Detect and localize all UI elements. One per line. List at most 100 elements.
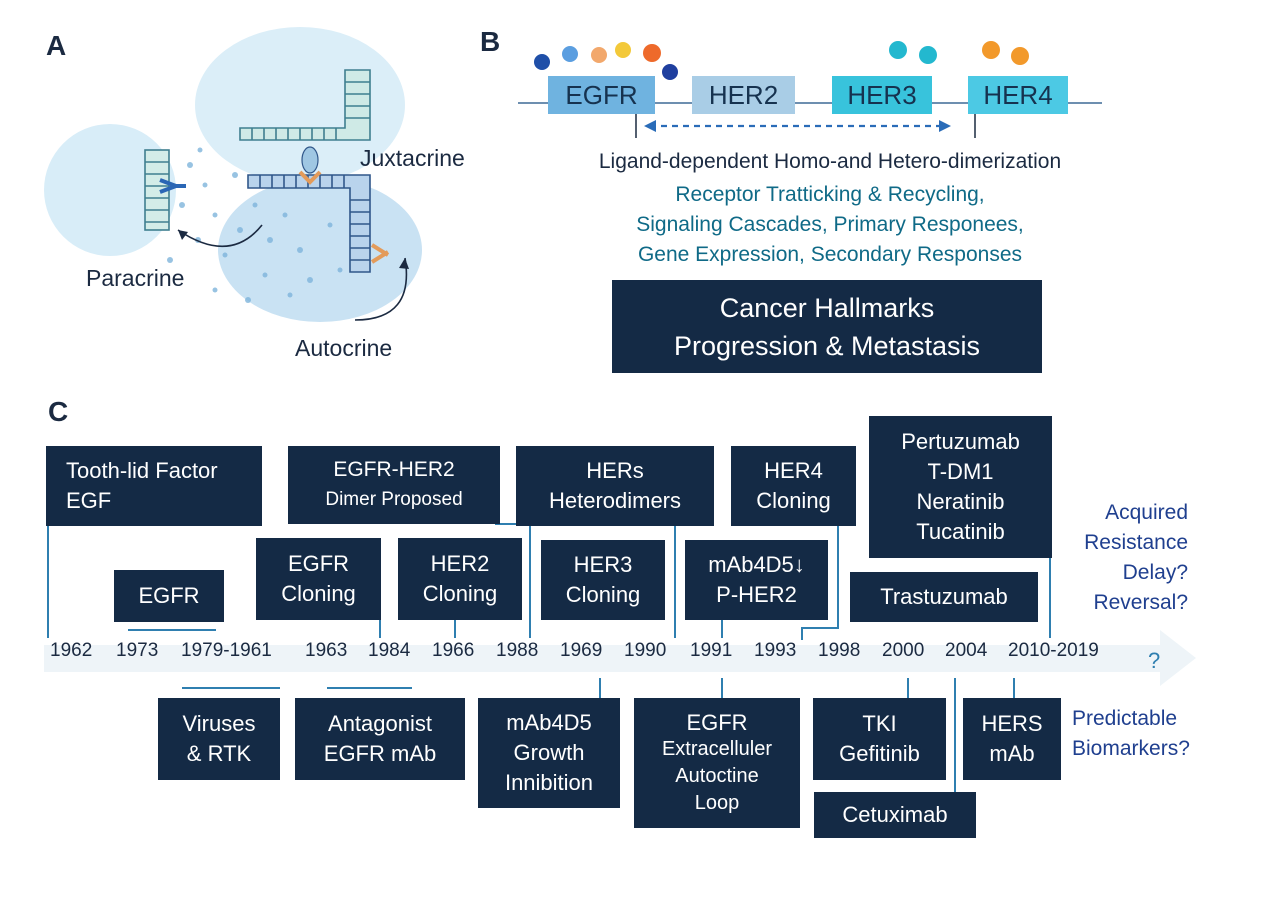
axis-question-mark: ? <box>1148 648 1161 673</box>
event-cetuximab: Cetuximab <box>814 792 976 838</box>
cancer-hallmarks-box: Cancer Hallmarks Progression & Metastasi… <box>612 280 1042 373</box>
year-1969: 1969 <box>560 640 603 661</box>
event-pertuzumab: Pertuzumab <box>901 429 1020 454</box>
event-hers-heterodimers-line-2: Heterodimers <box>548 488 682 513</box>
process-line-2: Signaling Cascades, Primary Responees, <box>636 213 1024 236</box>
question-resistance-line-1: Acquired <box>1105 501 1188 524</box>
upper-cell <box>195 27 405 183</box>
event-tooth-lid-line-2: EGF <box>66 488 112 513</box>
panel-a-letter: A <box>46 30 67 61</box>
year-2000: 2000 <box>882 640 925 661</box>
left-membrane <box>144 149 170 231</box>
outcome-line-1: Cancer Hallmarks <box>719 292 935 323</box>
year-2004: 2004 <box>945 640 988 661</box>
event-her4-cloning-line-1: HER4 <box>764 458 823 483</box>
event-loop-line-2: Extracelluler <box>661 738 773 760</box>
event-mab-growth-line-2: Growth <box>513 740 585 765</box>
event-her3-cloning: HER3 Cloning <box>541 540 665 620</box>
event-loop-line-4: Loop <box>694 792 740 814</box>
question-biomarkers-line-1: Predictable <box>1072 707 1178 730</box>
juxtacrine-ligand-receptor <box>298 146 322 185</box>
event-egfr-cloning: EGFR Cloning <box>256 538 381 620</box>
process-line-3: Gene Expression, Secondary Responses <box>637 243 1023 266</box>
event-trastuzumab-label: Trastuzumab <box>880 584 1008 609</box>
timeline-axis-arrow <box>44 630 1196 686</box>
panel-a-illustration <box>44 27 422 322</box>
juxtacrine-label: Juxtacrine <box>360 145 465 171</box>
juxtacrine-membrane <box>239 69 371 141</box>
event-dimer-line-1: EGFR-HER2 <box>333 458 455 481</box>
receptor-her4: HER4 <box>968 76 1068 114</box>
event-mab4d5-growth-inhibition: mAb4D5 Growth Innibition <box>478 698 620 808</box>
event-hers-mab-line-1: HERS <box>981 711 1043 736</box>
ligand-dots <box>534 41 1029 80</box>
event-t-dm1: T-DM1 <box>927 459 994 484</box>
event-pertuzumab-group: Pertuzumab T-DM1 Neratinib Tucatinib <box>869 416 1052 558</box>
event-hers-heterodimers-line-1: HERs <box>586 458 644 483</box>
event-tki-gefitinib: TKI Gefitinib <box>813 698 946 780</box>
outcome-line-2: Progression & Metastasis <box>673 330 981 361</box>
year-1973: 1973 <box>116 640 159 661</box>
event-her4-cloning: HER4 Cloning <box>731 446 856 526</box>
event-antagonist-line-1: Antagonist <box>328 711 432 736</box>
event-neratinib: Neratinib <box>916 489 1005 514</box>
question-resistance-line-3: Delay? <box>1122 561 1188 584</box>
autocrine-receptor <box>370 243 390 264</box>
event-tki-line-2: Gefitinib <box>839 741 920 766</box>
question-resistance-line-2: Resistance <box>1084 531 1188 554</box>
event-antagonist-egfr-mab: Antagonist EGFR mAb <box>295 698 465 780</box>
event-egfr-autocrine-loop: EGFR Extracelluler Autoctine Loop <box>634 698 800 828</box>
event-egfr-cloning-line-2: Cloning <box>281 581 356 606</box>
event-loop-line-1: EGFR <box>686 710 748 735</box>
year-1979-1961: 1979-1961 <box>181 640 272 661</box>
event-tooth-lid-line-1: Tooth-lid Factor <box>66 458 218 483</box>
event-mab-growth-line-1: mAb4D5 <box>506 710 592 735</box>
paracrine-label: Paracrine <box>86 265 185 291</box>
event-viruses-line-2: & RTK <box>186 741 252 766</box>
event-viruses-rtk: Viruses & RTK <box>158 698 280 780</box>
year-1963: 1963 <box>305 640 348 661</box>
event-tki-line-1: TKI <box>862 711 897 736</box>
event-hers-mab: HERS mAb <box>963 698 1061 780</box>
event-dimer-line-2: Dimer Proposed <box>325 489 463 510</box>
autocrine-arrow <box>354 257 408 321</box>
question-predictable-biomarkers: Predictable Biomarkers? <box>1072 704 1220 764</box>
dimerization-text: Ligand-dependent Homo-and Hetero-dimeriz… <box>598 150 1062 173</box>
year-1991: 1991 <box>690 640 733 661</box>
receptor-her2: HER2 <box>692 76 795 114</box>
paracrine-receptor <box>159 178 186 194</box>
year-2010-2019: 2010-2019 <box>1008 640 1099 661</box>
event-mab4d5-line-2: P-HER2 <box>716 582 797 607</box>
event-her3-cloning-line-1: HER3 <box>573 552 633 577</box>
event-egfr-cloning-line-1: EGFR <box>287 551 350 576</box>
event-hers-heterodimers: HERs Heterodimers <box>516 446 714 526</box>
event-her3-cloning-line-2: Cloning <box>565 582 641 607</box>
receptor-egfr: EGFR <box>548 76 655 114</box>
year-1966: 1966 <box>432 640 475 661</box>
year-1988: 1988 <box>496 640 539 661</box>
process-line-1: Receptor Tratticking & Recycling, <box>675 183 985 206</box>
event-her2-cloning-line-1: HER2 <box>430 551 490 576</box>
year-1962: 1962 <box>50 640 93 661</box>
event-mab4d5-line-1: mAb4D5↓ <box>708 552 805 577</box>
event-hers-mab-line-2: mAb <box>989 741 1035 766</box>
event-egfr-her2-dimer: EGFR-HER2 Dimer Proposed <box>288 446 500 524</box>
event-egfr: EGFR <box>114 570 224 622</box>
receptor-her3: HER3 <box>832 76 932 114</box>
event-viruses-line-1: Viruses <box>182 711 256 736</box>
left-cell <box>44 124 176 256</box>
event-her2-cloning-line-2: Cloning <box>422 581 498 606</box>
question-acquired-resistance: Acquired Resistance Delay? Reversal? <box>1040 498 1188 618</box>
paracrine-arrow <box>177 224 263 248</box>
year-1984: 1984 <box>368 640 411 661</box>
event-her2-cloning: HER2 Cloning <box>398 538 522 620</box>
event-egfr-line-1: EGFR <box>138 583 200 608</box>
event-antagonist-line-2: EGFR mAb <box>323 741 437 766</box>
panel-c-letter: C <box>48 396 69 427</box>
lower-membrane <box>247 174 371 273</box>
event-trastuzumab: Trastuzumab <box>850 572 1038 622</box>
event-loop-line-3: Autoctine <box>675 765 759 787</box>
question-biomarkers-line-2: Biomarkers? <box>1072 737 1190 760</box>
panel-b-letter: B <box>480 26 501 57</box>
